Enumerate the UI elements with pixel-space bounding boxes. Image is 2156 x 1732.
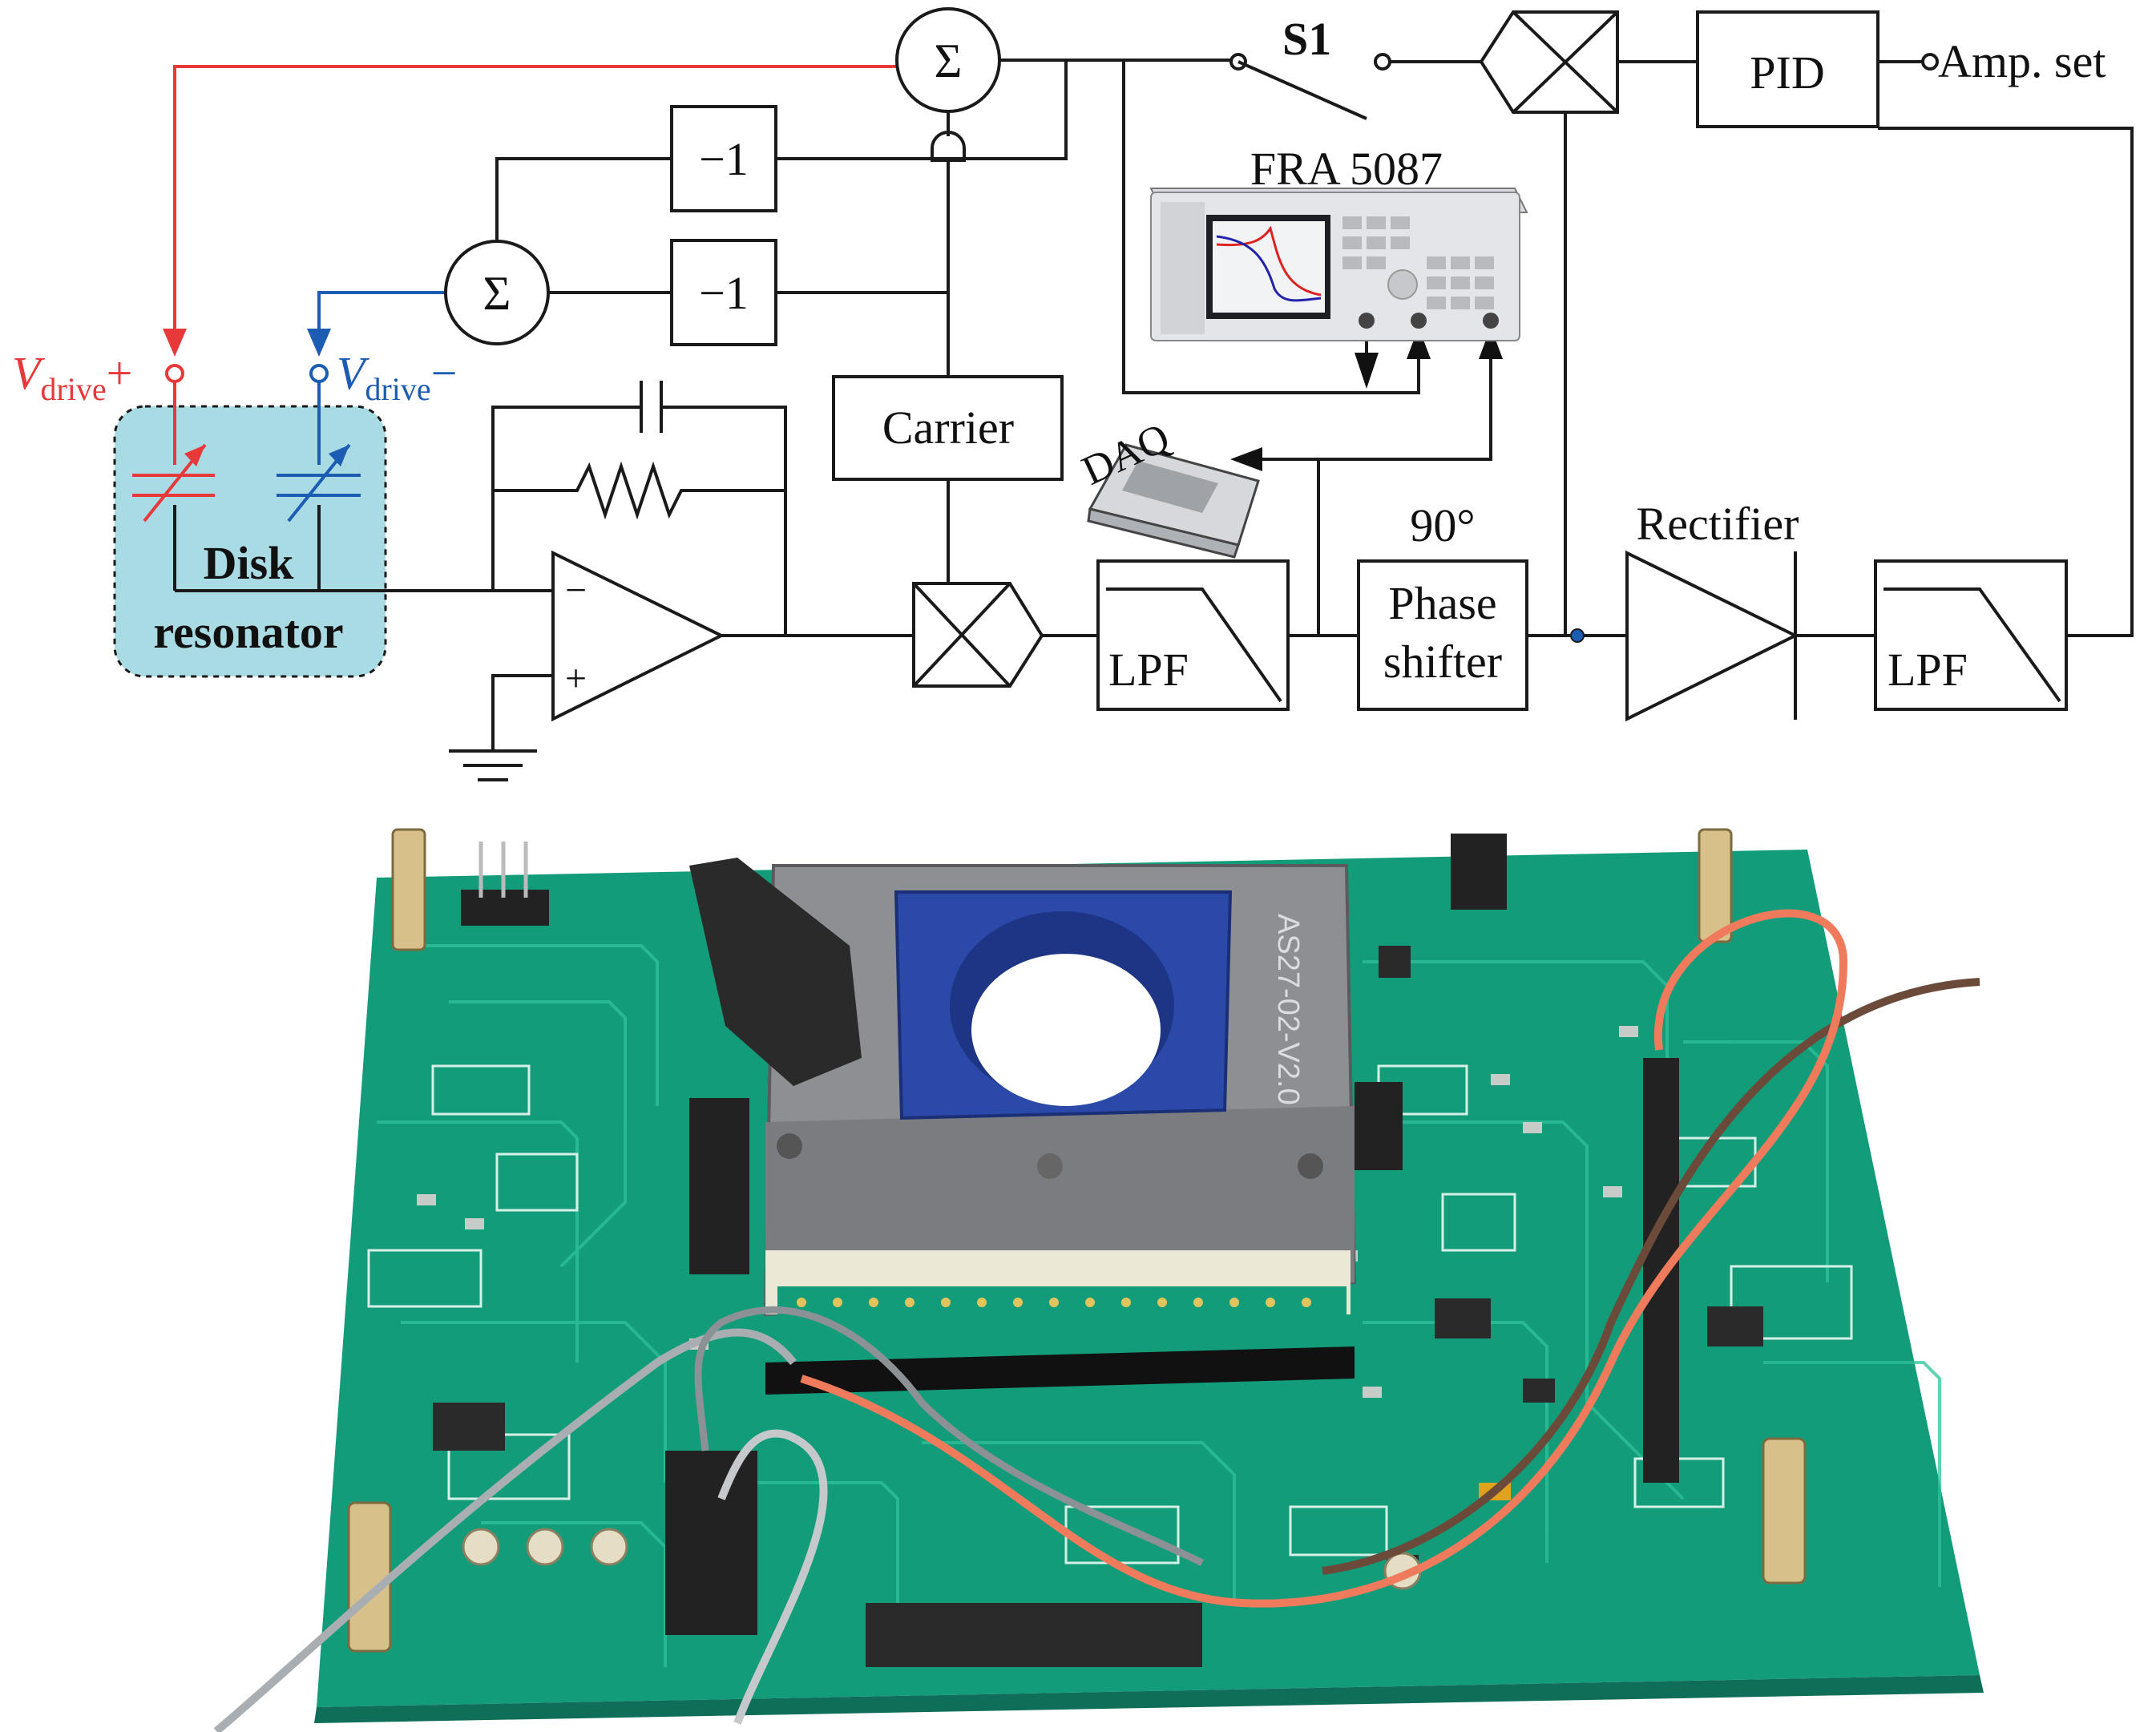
lpf-block-2: LPF (1874, 559, 2068, 711)
amp-set-terminal (1921, 53, 1939, 71)
phase-label-line1: Phase (1388, 577, 1496, 629)
socket-latch (689, 858, 862, 1086)
opamp-minus-sign: − (565, 569, 587, 612)
sum-symbol-top: Σ (935, 34, 963, 87)
brown-wire (1322, 978, 1980, 1575)
vdrive-plus-arrow (163, 329, 187, 357)
op-amp: − + (551, 550, 725, 722)
vdrive-plus-label: Vdrive+ (12, 347, 132, 407)
pin-header-top-left (461, 842, 549, 926)
daq-device: DAQ (1076, 415, 1260, 559)
gray-wire-2 (717, 1429, 828, 1725)
vdrive-minus-arrow (307, 329, 331, 357)
carrier-block (832, 375, 1064, 481)
vdrive-minus-terminal (309, 364, 329, 383)
lpf-block-1: LPF (1096, 559, 1290, 711)
junction-dot (1570, 628, 1585, 643)
mixer-top (1479, 10, 1619, 114)
pin-header-bottom (866, 1603, 1202, 1667)
lpf-label-2: LPF (1888, 644, 1968, 696)
orange-wire (800, 909, 1848, 1608)
gray-wire-3 (694, 1306, 1205, 1567)
inverter-top-label: −1 (699, 133, 749, 185)
sum-symbol-left: Σ (483, 267, 511, 320)
carrier-label: Carrier (882, 402, 1014, 454)
block-diagram: Vdrive+ Vdrive− Disk resonator Σ Σ −1 −1… (12, 7, 2134, 781)
variable-capacitor-minus (277, 443, 361, 523)
phase-label-line2: shifter (1383, 636, 1502, 688)
lpf-label-1: LPF (1108, 644, 1189, 696)
vdrive-plus-terminal (165, 364, 184, 383)
resonator-label: resonator (153, 606, 343, 658)
socket-marking: AS27-02-V2.0 (1271, 914, 1305, 1105)
inverter-bottom-label: −1 (699, 267, 749, 319)
rectifier-label: Rectifier (1637, 498, 1799, 550)
variable-capacitor-plus (132, 443, 215, 523)
disk-label: Disk (204, 537, 295, 589)
rectifier-diode (1625, 550, 1799, 722)
fra-label: FRA 5087 (1250, 143, 1443, 195)
gray-wire-1 (213, 1328, 797, 1732)
pcb-photo: AS27-02-V2.0 (0, 818, 2156, 1732)
phase-degree-label: 90° (1410, 499, 1475, 551)
opamp-plus-sign: + (565, 657, 587, 700)
ground-symbol (449, 749, 537, 781)
switch-s1-blade (1237, 60, 1367, 120)
pid-label: PID (1750, 46, 1824, 99)
switch-s1-right-terminal (1374, 53, 1391, 71)
socket-window (971, 954, 1161, 1106)
amp-set-label: Amp. set (1938, 35, 2106, 87)
fra-5087-instrument: FRA 5087 (1149, 143, 1528, 341)
phase-shifter-block (1357, 559, 1528, 711)
vdrive-minus-wire (317, 291, 448, 331)
brass-standoffs (347, 828, 1807, 1653)
mixer-bottom (912, 582, 1044, 688)
switch-s1-label: S1 (1282, 13, 1331, 65)
vdrive-minus-label: Vdrive− (337, 347, 457, 407)
vdrive-plus-wire (173, 65, 896, 331)
test-socket: AS27-02-V2.0 (763, 864, 1357, 1395)
pid-block (1696, 10, 1879, 128)
